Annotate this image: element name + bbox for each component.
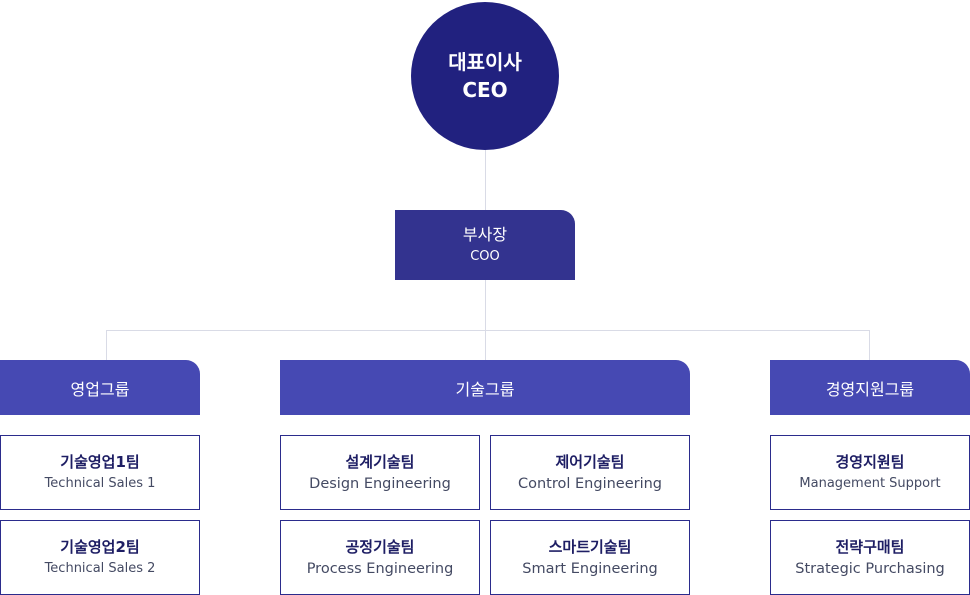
team-process-engineering: 공정기술팀 Process Engineering: [280, 520, 480, 595]
team-name-ko: 제어기술팀: [555, 452, 625, 471]
team-name-en: Management Support: [799, 475, 941, 491]
coo-title-en: COO: [470, 249, 500, 264]
ceo-title-en: CEO: [462, 78, 508, 102]
connector-admin: [869, 330, 870, 360]
team-name-en: Smart Engineering: [522, 560, 658, 577]
team-name-en: Process Engineering: [306, 560, 454, 577]
team-management-support: 경영지원팀 Management Support: [770, 435, 970, 510]
team-name-en: Design Engineering: [309, 475, 451, 492]
team-name-ko: 기술영업2팀: [60, 537, 140, 556]
ceo-title-ko: 대표이사: [448, 50, 522, 74]
group-sales-label: 영업그룹: [70, 379, 130, 399]
team-name-ko: 공정기술팀: [345, 537, 415, 556]
ceo-node: 대표이사 CEO: [411, 2, 559, 150]
team-name-ko: 경영지원팀: [835, 452, 905, 471]
connector-sales: [106, 330, 107, 360]
coo-title-ko: 부사장: [462, 225, 508, 244]
group-sales: 영업그룹: [0, 360, 200, 415]
team-design-engineering: 설계기술팀 Design Engineering: [280, 435, 480, 510]
team-technical-sales-1: 기술영업1팀 Technical Sales 1: [0, 435, 200, 510]
team-name-en: Technical Sales 1: [44, 475, 156, 491]
team-name-ko: 전략구매팀: [835, 537, 905, 556]
group-admin-label: 경영지원그룹: [825, 379, 915, 399]
group-tech-label: 기술그룹: [455, 379, 515, 399]
team-name-ko: 스마트기술팀: [548, 537, 632, 556]
team-name-ko: 기술영업1팀: [60, 452, 140, 471]
team-smart-engineering: 스마트기술팀 Smart Engineering: [490, 520, 690, 595]
team-control-engineering: 제어기술팀 Control Engineering: [490, 435, 690, 510]
team-name-en: Control Engineering: [517, 475, 663, 492]
team-strategic-purchasing: 전략구매팀 Strategic Purchasing: [770, 520, 970, 595]
group-tech: 기술그룹: [280, 360, 690, 415]
coo-node: 부사장 COO: [395, 210, 575, 280]
connector-ceo-coo: [485, 150, 486, 210]
team-name-en: Strategic Purchasing: [795, 560, 945, 577]
team-name-en: Technical Sales 2: [44, 560, 156, 576]
team-technical-sales-2: 기술영업2팀 Technical Sales 2: [0, 520, 200, 595]
connector-coo-groups: [485, 280, 486, 360]
connector-horizontal: [106, 330, 870, 331]
group-admin: 경영지원그룹: [770, 360, 970, 415]
team-name-ko: 설계기술팀: [345, 452, 415, 471]
